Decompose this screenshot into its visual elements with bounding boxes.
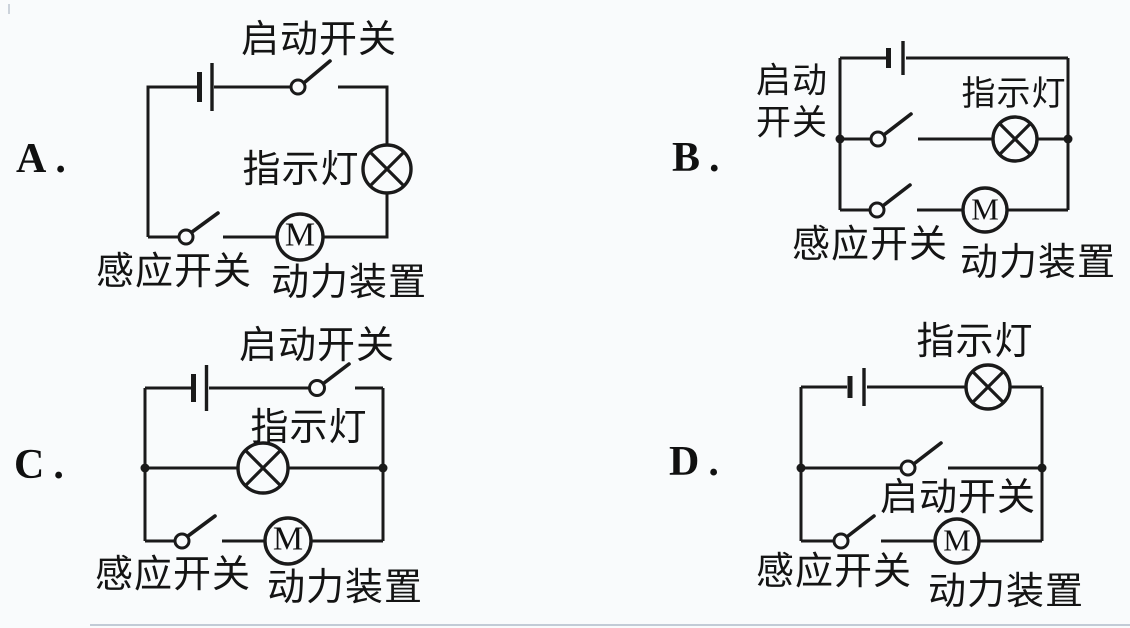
option-b-indicator-label: 指示灯	[961, 76, 1067, 113]
option-d-letter: D.	[669, 439, 728, 485]
option-a-motor-letter: M	[284, 216, 316, 254]
switch-pivot	[899, 459, 917, 477]
option-c-induction-switch-label: 感应开关	[94, 554, 252, 596]
lamp-cross	[971, 370, 1005, 404]
switch-blade	[913, 441, 943, 465]
wire	[323, 193, 389, 239]
indicator-lamp-icon	[236, 441, 290, 495]
circuit-d-drawing	[796, 363, 1047, 565]
option-b-start-switch-label-line2: 开关	[755, 103, 829, 143]
option-c-indicator-label: 指示灯	[250, 407, 368, 449]
option-c-power-unit-label: 动力装置	[266, 567, 424, 609]
switch-pivot	[869, 130, 887, 148]
switch-blade	[186, 514, 217, 538]
option-a-indicator-label: 指示灯	[242, 149, 360, 191]
option-a-power-unit-label: 动力装置	[270, 262, 428, 304]
top-left-edge-mark	[8, 4, 10, 14]
option-a-start-switch-label: 启动开关	[240, 19, 398, 61]
lamp-cross	[998, 122, 1032, 156]
wire	[338, 85, 389, 145]
option-c-motor-letter: M	[272, 520, 304, 558]
indicator-lamp-icon	[991, 115, 1039, 163]
option-d-indicator-label: 指示灯	[916, 321, 1034, 363]
switch-pivot	[289, 78, 307, 96]
indicator-lamp-icon	[361, 143, 413, 195]
option-b-induction-switch-label: 感应开关	[791, 224, 949, 266]
option-c-letter: C.	[14, 442, 73, 488]
switch-pivot	[173, 532, 191, 550]
junction-dot	[1063, 134, 1073, 144]
battery-icon	[847, 368, 866, 406]
option-d-motor-letter: M	[943, 522, 971, 558]
start-switch-icon	[289, 59, 332, 96]
switch-blade	[883, 112, 913, 136]
induction-switch-icon	[832, 514, 876, 550]
circuit-c-drawing	[140, 362, 388, 566]
indicator-lamp-icon	[964, 363, 1012, 411]
circuit-a-drawing	[146, 59, 413, 262]
bottom-edge-rule	[90, 624, 1130, 626]
battery-icon	[886, 41, 905, 75]
option-d-start-switch-label: 启动开关	[879, 477, 1037, 519]
option-d-power-unit-label: 动力装置	[927, 571, 1085, 613]
battery-icon	[197, 63, 214, 111]
start-switch-icon	[869, 112, 913, 148]
option-b-start-switch-label-line1: 启动	[755, 61, 829, 101]
option-b-letter: B.	[672, 135, 729, 181]
switch-pivot	[832, 532, 850, 550]
induction-switch-icon	[173, 514, 217, 550]
switch-blade	[882, 183, 912, 207]
switch-pivot	[868, 201, 886, 219]
lamp-cross	[368, 150, 406, 188]
induction-switch-icon	[177, 211, 220, 246]
junction-dot	[378, 463, 388, 473]
start-switch-icon	[308, 362, 351, 397]
wire	[146, 85, 197, 237]
option-d-induction-switch-label: 感应开关	[755, 551, 913, 593]
option-b-power-unit-label: 动力装置	[959, 242, 1117, 284]
induction-switch-icon	[868, 183, 912, 219]
switch-pivot	[308, 379, 326, 397]
option-c-start-switch-label: 启动开关	[238, 325, 396, 367]
switch-pivot	[177, 228, 195, 246]
option-a-induction-switch-label: 感应开关	[95, 251, 253, 293]
start-switch-icon	[899, 441, 943, 477]
battery-icon	[191, 365, 209, 411]
switch-blade	[846, 514, 876, 538]
circuit-b-drawing	[835, 41, 1073, 234]
switch-blade	[190, 211, 220, 234]
option-a-letter: A.	[16, 136, 75, 182]
junction-dot	[1037, 463, 1047, 473]
lamp-cross	[244, 449, 282, 487]
option-b-motor-letter: M	[971, 191, 999, 227]
switch-blade	[322, 362, 351, 385]
switch-blade	[303, 59, 332, 84]
